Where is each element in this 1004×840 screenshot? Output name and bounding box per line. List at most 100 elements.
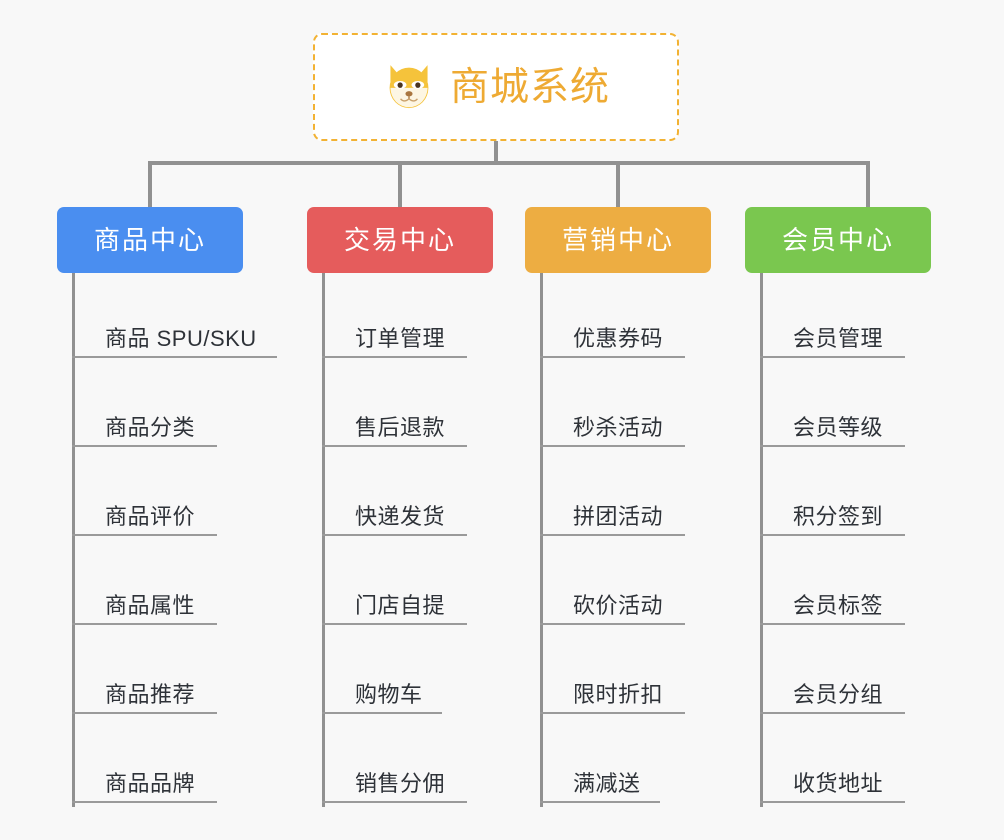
leaf-label: 收货地址 xyxy=(793,771,884,796)
category-header-4[interactable]: 会员中心 xyxy=(745,207,931,273)
connector-spine xyxy=(540,273,543,807)
leaf-item[interactable]: 订单管理 xyxy=(307,273,493,362)
leaf-item[interactable]: 商品推荐 xyxy=(57,629,243,718)
category-column: 会员中心会员管理会员等级积分签到会员标签会员分组收货地址 xyxy=(745,207,931,807)
leaf-underline xyxy=(540,356,685,358)
root-node[interactable]: 商城系统 xyxy=(313,33,679,141)
leaf-item[interactable]: 商品品牌 xyxy=(57,718,243,807)
leaf-item[interactable]: 购物车 xyxy=(307,629,493,718)
leaf-list: 订单管理售后退款快递发货门店自提购物车销售分佣 xyxy=(307,273,493,807)
leaf-item[interactable]: 快递发货 xyxy=(307,451,493,540)
leaf-label: 商品 SPU/SKU xyxy=(105,326,257,351)
category-label: 商品中心 xyxy=(93,225,206,255)
connector-root-stem xyxy=(494,141,498,165)
leaf-underline xyxy=(760,801,905,803)
leaf-underline xyxy=(760,445,905,447)
leaf-label: 会员等级 xyxy=(793,415,884,440)
leaf-underline xyxy=(540,445,685,447)
leaf-underline xyxy=(322,712,442,714)
category-header-3[interactable]: 营销中心 xyxy=(525,207,711,273)
leaf-label: 会员管理 xyxy=(793,326,884,351)
leaf-item[interactable]: 会员分组 xyxy=(745,629,931,718)
leaf-underline xyxy=(540,623,685,625)
leaf-label: 快递发货 xyxy=(355,504,446,529)
leaf-underline xyxy=(322,801,467,803)
leaf-label: 限时折扣 xyxy=(573,682,664,707)
leaf-label: 商品推荐 xyxy=(105,682,196,707)
leaf-underline xyxy=(72,801,217,803)
leaf-label: 会员分组 xyxy=(793,682,884,707)
leaf-label: 订单管理 xyxy=(355,326,446,351)
leaf-label: 积分签到 xyxy=(793,504,884,529)
category-column: 交易中心订单管理售后退款快递发货门店自提购物车销售分佣 xyxy=(307,207,493,807)
leaf-underline xyxy=(322,356,467,358)
leaf-underline xyxy=(540,712,685,714)
leaf-underline xyxy=(72,445,217,447)
category-label: 营销中心 xyxy=(561,225,674,255)
leaf-label: 门店自提 xyxy=(355,593,446,618)
leaf-label: 商品分类 xyxy=(105,415,196,440)
leaf-underline xyxy=(322,623,467,625)
leaf-item[interactable]: 积分签到 xyxy=(745,451,931,540)
leaf-underline xyxy=(72,712,217,714)
leaf-label: 砍价活动 xyxy=(573,593,664,618)
connector-drop-2 xyxy=(398,161,402,209)
connector-drop-1 xyxy=(148,161,152,209)
leaf-item[interactable]: 商品评价 xyxy=(57,451,243,540)
leaf-item[interactable]: 优惠券码 xyxy=(525,273,711,362)
leaf-item[interactable]: 门店自提 xyxy=(307,540,493,629)
leaf-label: 优惠券码 xyxy=(573,326,664,351)
leaf-item[interactable]: 商品属性 xyxy=(57,540,243,629)
leaf-label: 售后退款 xyxy=(355,415,446,440)
connector-spine xyxy=(760,273,763,807)
leaf-item[interactable]: 秒杀活动 xyxy=(525,362,711,451)
leaf-item[interactable]: 销售分佣 xyxy=(307,718,493,807)
category-column: 商品中心商品 SPU/SKU 商品分类商品评价商品属性商品推荐商品品牌 xyxy=(57,207,277,807)
leaf-underline xyxy=(72,534,217,536)
leaf-item[interactable]: 砍价活动 xyxy=(525,540,711,629)
connector-spine xyxy=(72,273,75,807)
leaf-item[interactable]: 售后退款 xyxy=(307,362,493,451)
category-header-2[interactable]: 交易中心 xyxy=(307,207,493,273)
connector-drop-3 xyxy=(616,161,620,209)
leaf-item[interactable]: 会员等级 xyxy=(745,362,931,451)
leaf-item[interactable]: 会员管理 xyxy=(745,273,931,362)
leaf-label: 秒杀活动 xyxy=(573,415,664,440)
root-title: 商城系统 xyxy=(449,65,610,109)
connector-drop-4 xyxy=(866,161,870,209)
leaf-item[interactable]: 会员标签 xyxy=(745,540,931,629)
leaf-item[interactable]: 限时折扣 xyxy=(525,629,711,718)
shiba-dog-face-icon xyxy=(389,65,429,109)
leaf-list: 会员管理会员等级积分签到会员标签会员分组收货地址 xyxy=(745,273,931,807)
leaf-list: 优惠券码秒杀活动拼团活动砍价活动限时折扣满减送 xyxy=(525,273,711,807)
category-column: 营销中心优惠券码秒杀活动拼团活动砍价活动限时折扣满减送 xyxy=(525,207,711,807)
leaf-label: 销售分佣 xyxy=(355,771,446,796)
leaf-underline xyxy=(72,356,277,358)
leaf-item[interactable]: 满减送 xyxy=(525,718,711,807)
leaf-underline xyxy=(322,445,467,447)
leaf-item[interactable]: 拼团活动 xyxy=(525,451,711,540)
category-label: 交易中心 xyxy=(343,225,456,255)
leaf-item[interactable]: 商品 SPU/SKU xyxy=(57,273,277,362)
leaf-label: 商品评价 xyxy=(105,504,196,529)
leaf-label: 商品属性 xyxy=(105,593,196,618)
connector-horizontal-bus xyxy=(148,161,870,165)
leaf-underline xyxy=(760,534,905,536)
leaf-underline xyxy=(322,534,467,536)
leaf-label: 拼团活动 xyxy=(573,504,664,529)
leaf-underline xyxy=(760,356,905,358)
connector-spine xyxy=(322,273,325,807)
leaf-underline xyxy=(72,623,217,625)
leaf-label: 购物车 xyxy=(355,682,423,707)
leaf-item[interactable]: 商品分类 xyxy=(57,362,243,451)
category-header-1[interactable]: 商品中心 xyxy=(57,207,243,273)
leaf-label: 商品品牌 xyxy=(105,771,196,796)
leaf-list: 商品 SPU/SKU 商品分类商品评价商品属性商品推荐商品品牌 xyxy=(57,273,277,807)
leaf-underline xyxy=(760,712,905,714)
leaf-item[interactable]: 收货地址 xyxy=(745,718,931,807)
leaf-label: 满减送 xyxy=(573,771,641,796)
category-label: 会员中心 xyxy=(781,225,894,255)
leaf-underline xyxy=(760,623,905,625)
leaf-underline xyxy=(540,801,660,803)
